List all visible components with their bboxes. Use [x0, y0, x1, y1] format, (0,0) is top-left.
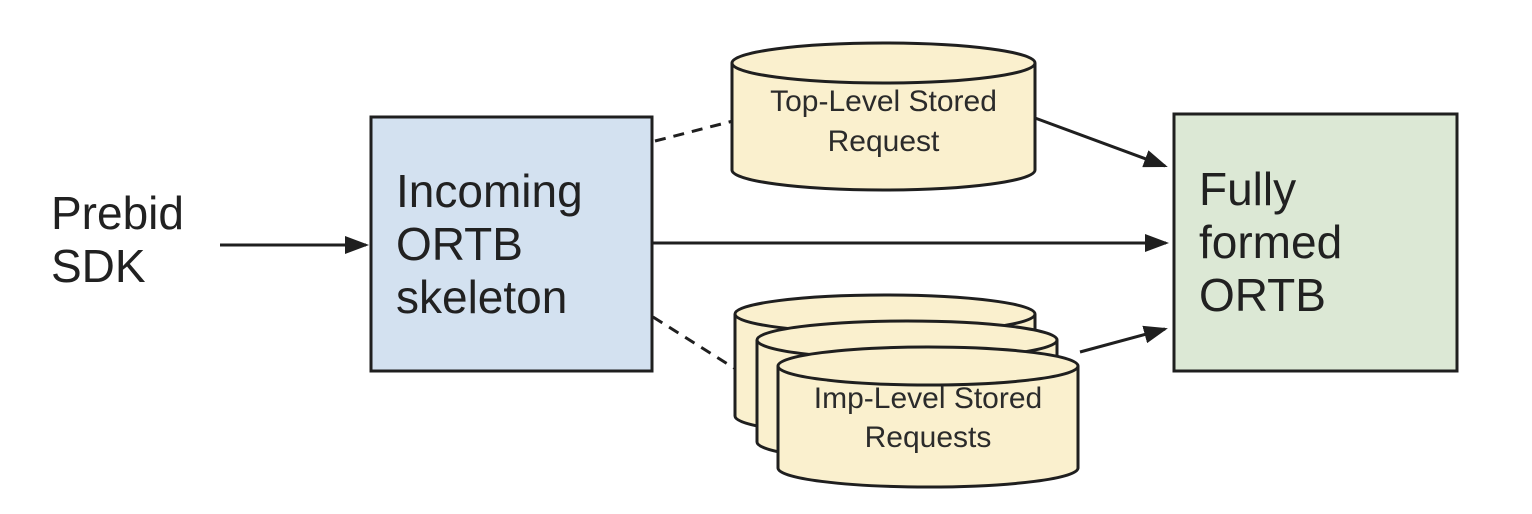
fully-formed-ortb-label-line1: Fully	[1199, 163, 1297, 215]
imp-level-stored-requests-label-line1: Imp-Level Stored	[813, 382, 1043, 415]
top-level-stored-request-label-line1: Top-Level Stored	[770, 85, 997, 118]
prebid-sdk-label: Prebid SDK	[51, 187, 184, 293]
fully-formed-ortb-label-line3: ORTB	[1199, 269, 1326, 321]
incoming-ortb-label: Incoming ORTB skeleton	[371, 117, 652, 371]
incoming-ortb-box	[369, 115, 654, 373]
imp-level-stored-requests-cylinders	[733, 293, 1080, 489]
incoming-ortb-label-line2: ORTB	[396, 217, 523, 270]
imp-level-stored-requests-label: Imp-Level Stored Requests	[778, 379, 1078, 457]
top-level-stored-request-label: Top-Level Stored Request	[732, 82, 1035, 162]
top-level-stored-request-cylinder	[730, 41, 1037, 192]
cylinder-top-front	[776, 345, 1080, 387]
prebid-sdk-label-line1: Prebid	[51, 187, 184, 239]
fully-formed-ortb-label-line2: formed	[1199, 216, 1343, 268]
cylinder-body-front	[776, 366, 1080, 489]
arrow-imp-stored-to-fully-formed	[1079, 325, 1168, 354]
fully-formed-ortb-box	[1172, 112, 1459, 373]
dashed-link-incoming-to-top-stored	[654, 119, 734, 143]
cylinder-top	[730, 41, 1037, 85]
top-level-stored-request-label-line2: Request	[827, 125, 940, 158]
incoming-ortb-label-line3: skeleton	[396, 270, 568, 323]
incoming-ortb-label-line1: Incoming	[396, 164, 583, 217]
arrow-top-stored-to-fully-formed	[1034, 116, 1168, 168]
fully-formed-ortb-label: Fully formed ORTB	[1174, 114, 1457, 371]
prebid-sdk-label-line2: SDK	[51, 240, 146, 292]
cylinder-body	[730, 63, 1037, 192]
dashed-link-incoming-to-imp-stored	[652, 315, 735, 370]
imp-level-stored-requests-label-line2: Requests	[864, 421, 992, 454]
